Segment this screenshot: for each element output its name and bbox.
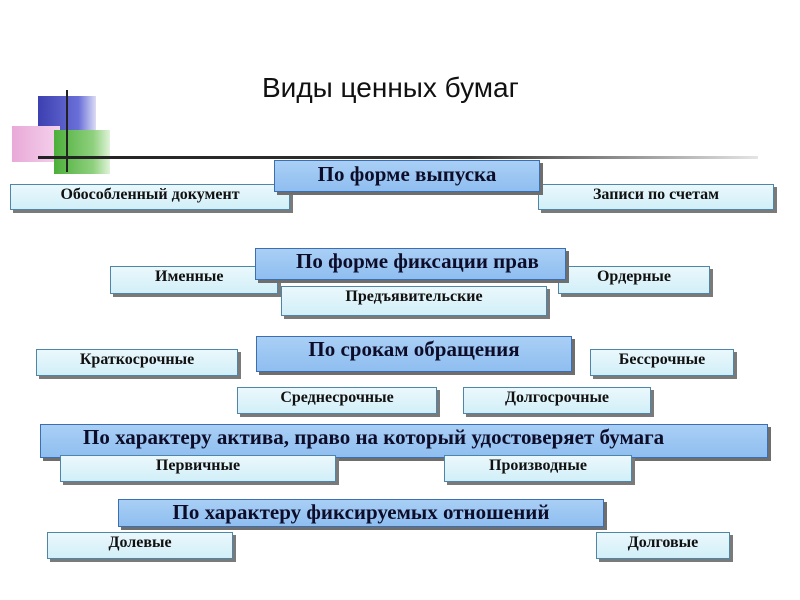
decor-vertical-line	[66, 90, 68, 172]
heading-fixation-form: По форме фиксации прав	[255, 248, 566, 280]
box-debt: Долговые	[596, 532, 730, 559]
decor-green-square	[54, 130, 110, 174]
heading-issue-form: По форме выпуска	[274, 160, 540, 192]
box-medium-term: Среднесрочные	[237, 387, 437, 414]
box-long-term: Долгосрочные	[463, 387, 651, 414]
heading-circulation-term: По срокам обращения	[256, 336, 572, 372]
box-equity: Долевые	[47, 532, 233, 559]
box-registered: Именные	[110, 266, 278, 294]
box-perpetual: Бессрочные	[590, 349, 734, 376]
heading-asset-nature: По характеру актива, право на который уд…	[40, 424, 768, 458]
box-bearer: Предъявительские	[281, 286, 547, 316]
box-primary: Первичные	[60, 455, 336, 482]
box-order: Ордерные	[558, 266, 710, 294]
title-underline	[38, 156, 758, 159]
heading-relations-nature: По характеру фиксируемых отношений	[118, 499, 604, 527]
page-title: Виды ценных бумаг	[262, 72, 519, 103]
box-short-term: Краткосрочные	[36, 349, 238, 376]
box-derivative: Производные	[444, 455, 632, 482]
box-separate-document: Обособленный документ	[10, 184, 290, 210]
box-account-records: Записи по счетам	[538, 184, 774, 210]
